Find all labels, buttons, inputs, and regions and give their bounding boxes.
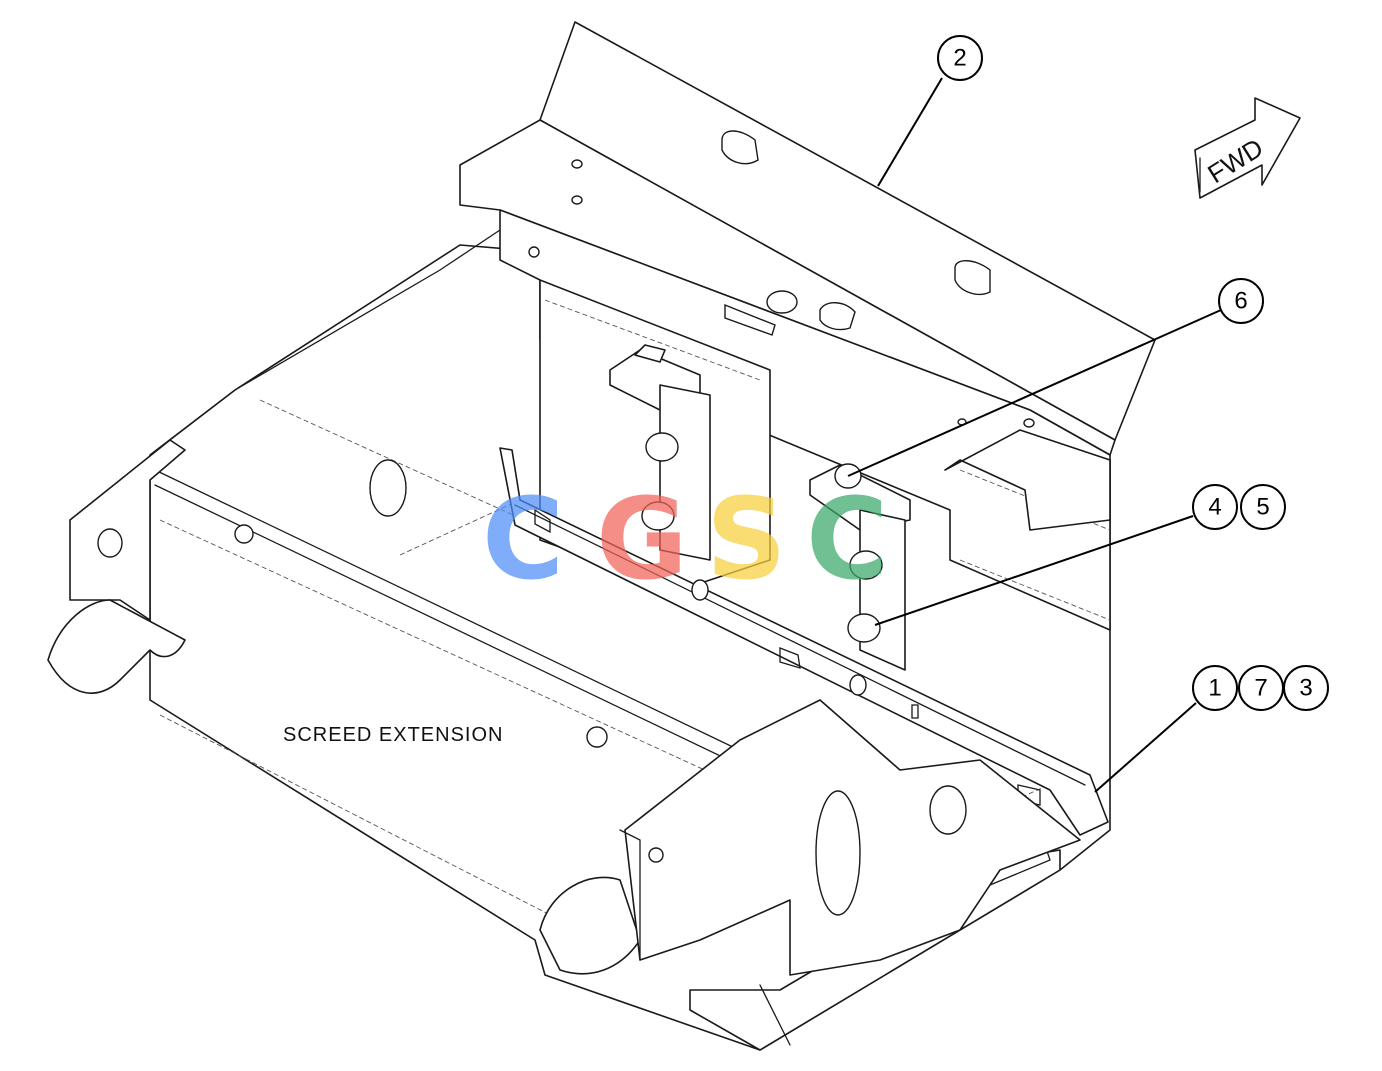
mounting-channel xyxy=(369,21,1156,631)
watermark-logo: C G S C xyxy=(482,475,888,605)
callout-number: 1 xyxy=(1208,675,1221,702)
callout-number: 4 xyxy=(1208,494,1221,521)
area-label: SCREED EXTENSION xyxy=(283,724,503,746)
callout-balloon-1: 1 xyxy=(1192,665,1238,711)
callout-number: 3 xyxy=(1299,675,1312,702)
right-end-plate xyxy=(234,524,1081,976)
callout-balloon-3: 3 xyxy=(1283,665,1329,711)
fwd-arrow-icon: FWD xyxy=(1194,97,1301,199)
bolt xyxy=(641,432,883,643)
callout-number: 5 xyxy=(1256,494,1269,521)
callout-number: 2 xyxy=(953,45,966,72)
watermark-letter: C xyxy=(806,475,888,605)
watermark-letter: G xyxy=(596,475,688,605)
callout-number: 7 xyxy=(1254,675,1267,702)
watermark-letter: C xyxy=(482,475,564,605)
callout-balloon-5: 5 xyxy=(1240,484,1286,530)
clamp-assembly xyxy=(609,344,911,671)
watermark-letter: S xyxy=(706,475,787,605)
callout-balloon-2: 2 xyxy=(937,35,983,81)
callout-balloon-7: 7 xyxy=(1238,665,1284,711)
leader-lines xyxy=(847,77,1222,793)
callout-balloon-6: 6 xyxy=(1218,278,1264,324)
callout-number: 6 xyxy=(1234,288,1247,315)
callout-balloon-4: 4 xyxy=(1192,484,1238,530)
